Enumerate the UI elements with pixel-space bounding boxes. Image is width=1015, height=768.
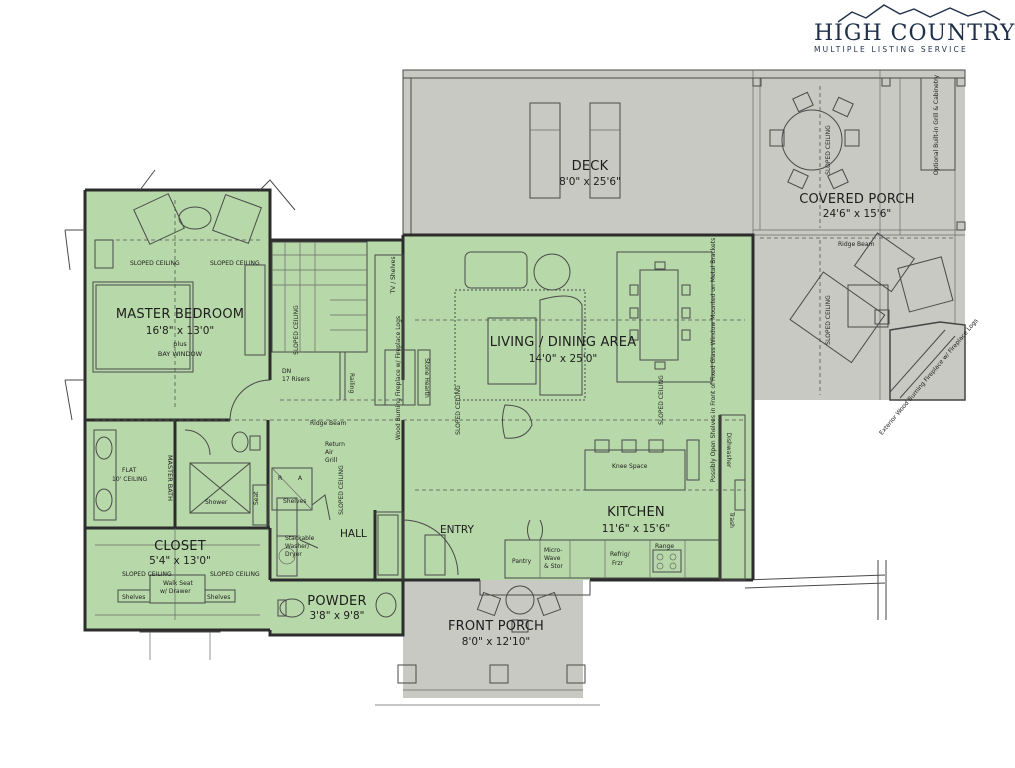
sloped-ceiling-note: SLOPED CEILING (455, 385, 462, 435)
living-dining-label: LIVING / DINING AREA (490, 335, 637, 350)
a-box-label: A (298, 475, 303, 482)
interior-areas (85, 190, 753, 635)
railing-label: Railing (348, 373, 355, 394)
sloped-ceiling-note: SLOPED CEILING (122, 571, 172, 578)
room-labels: DECK 8'0" x 25'6" COVERED PORCH 24'6" x … (116, 159, 915, 648)
vertical-sloped-notes: SLOPED CEILING SLOPED CEILING SLOPED CEI… (293, 125, 832, 515)
sloped-ceiling-note: SLOPED CEILING (338, 465, 345, 515)
flat-ceiling-label: 10' CEILING (112, 476, 148, 483)
front-porch-area (403, 580, 583, 698)
risers-label: 17 Risers (282, 376, 310, 383)
wood-burning-label: Wood Burning Fireplace w/ Fireplace Logs (395, 316, 402, 440)
plus-label: plus (173, 340, 187, 348)
entry-label: ENTRY (440, 524, 475, 536)
microwave-label: Wave (544, 555, 561, 562)
kitchen-dims: 11'6" x 15'6" (602, 523, 670, 535)
covered-porch-dims: 24'6" x 15'6" (823, 208, 891, 220)
front-porch-dims: 8'0" x 12'10" (462, 636, 530, 648)
closet-dims: 5'4" x 13'0" (149, 555, 211, 567)
high-country-logo: HIGH COUNTRY MULTIPLE LISTING SERVICE (814, 4, 1015, 54)
front-porch-label: FRONT PORCH (448, 619, 544, 634)
kitchen-shelves-label: Possibly Open Shelves in Front of Fixed … (710, 238, 717, 482)
deck-dims: 8'0" x 25'6" (559, 176, 621, 188)
master-wing (85, 190, 270, 630)
range-label: Range (655, 543, 674, 550)
sloped-ceiling-note: SLOPED CEILING (825, 295, 832, 345)
ridge-beam-label: Ridge Beam (310, 420, 347, 427)
refrigerator-label: Refrig/ (610, 551, 631, 558)
kitchen-label: KITCHEN (607, 505, 665, 520)
sloped-ceiling-note: SLOPED CEILING (293, 305, 300, 355)
pantry-label: Pantry (512, 558, 532, 565)
walk-seat-label: Walk Seat (163, 580, 193, 587)
details (64, 86, 955, 633)
washer-label: Washer/ (285, 543, 310, 550)
trash-label: Trash (728, 511, 735, 528)
shower-label: Shower (205, 499, 228, 506)
sloped-ceiling-note: SLOPED CEILING (825, 125, 832, 175)
powder-dims: 3'8" x 9'8" (309, 610, 364, 622)
stackable-label: Stackable (285, 535, 315, 542)
deck-label: DECK (572, 159, 609, 174)
master-bedroom-dims: 16'8" x 13'0" (146, 325, 214, 337)
shelves-label: Shelves (207, 594, 230, 601)
optional-grill-label: Optional Built-in Grill & Cabinetry (933, 74, 940, 175)
r-box-label: R (278, 475, 282, 482)
hall-label: HALL (340, 528, 367, 540)
tv-shelves-label: TV / Shelves (390, 257, 397, 295)
seat-label: Seat (253, 491, 260, 505)
hall-column (270, 240, 403, 635)
logo-main-text: HIGH COUNTRY (814, 21, 1015, 46)
bay-window-label: BAY WINDOW (158, 350, 203, 358)
sloped-ceiling-note: SLOPED CEILING (210, 571, 260, 578)
sloped-ceiling-note: SLOPED CEILING (130, 260, 180, 267)
sloped-ceiling-note: SLOPED CEILING (210, 260, 260, 267)
logo-sub-text: MULTIPLE LISTING SERVICE (814, 45, 968, 54)
powder-label: POWDER (307, 594, 366, 609)
great-room (403, 235, 753, 580)
return-air-label: Air (325, 449, 334, 456)
master-bedroom-label: MASTER BEDROOM (116, 307, 244, 322)
stone-hearth-label: Stone Hearth (423, 358, 430, 398)
dryer-label: Dryer (285, 551, 302, 558)
microwave-label: & Stor (544, 563, 563, 570)
refrigerator-label: Frzr (612, 560, 624, 567)
deck-area (403, 70, 753, 235)
exterior-areas (139, 69, 966, 706)
flat-ceiling-label: FLAT (122, 467, 137, 474)
dishwasher-label: Dishwasher (725, 433, 732, 468)
covered-porch-label: COVERED PORCH (799, 192, 915, 207)
shelves-label: Shelves (122, 594, 145, 601)
knee-space-label: Knee Space (612, 463, 648, 470)
return-air-label: Return (325, 441, 345, 448)
ridge-beam-label: Ridge Beam (838, 241, 875, 248)
drawer-label: w/ Drawer (160, 588, 191, 595)
living-dining-dims: 14'0" x 25'0" (529, 353, 597, 365)
microwave-label: Micro- (544, 547, 562, 554)
dn-label: DN (282, 368, 291, 375)
sloped-ceiling-note: SLOPED CEILING (658, 375, 665, 425)
closet-label: CLOSET (154, 539, 206, 554)
master-bath-label: MASTER BATH (166, 455, 174, 501)
shelves-label: Shelves (283, 498, 306, 505)
mountain-logo-icon (837, 4, 1001, 23)
return-air-label: Grill (325, 457, 337, 464)
